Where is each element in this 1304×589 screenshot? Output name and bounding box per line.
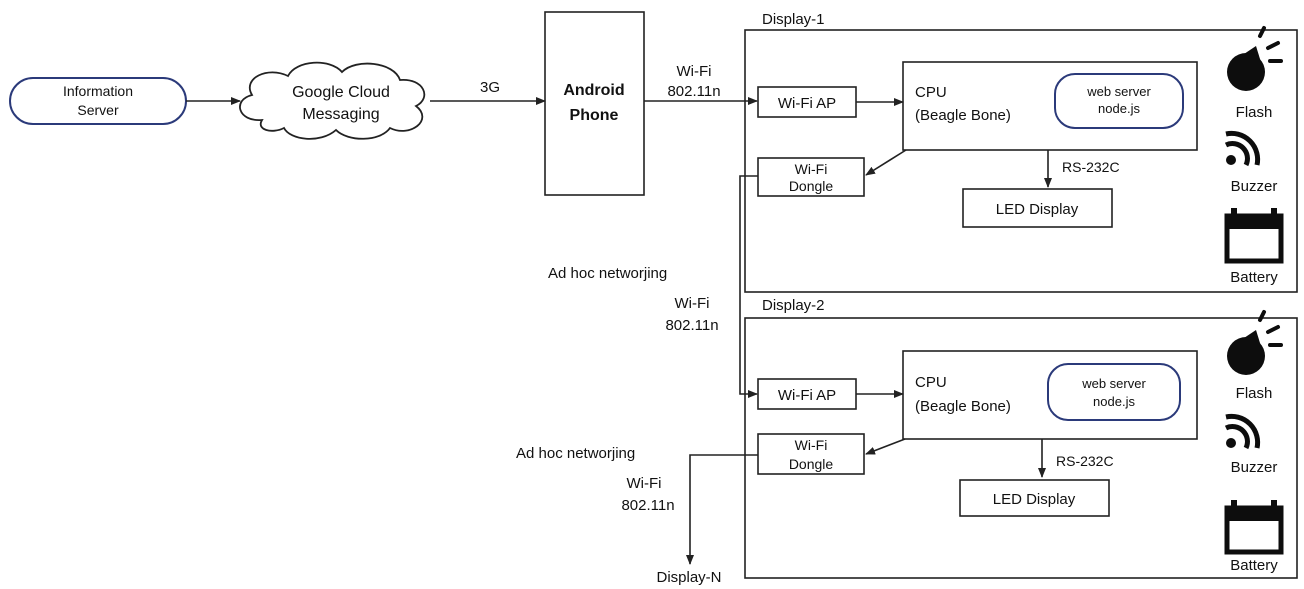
display-1-buzzer-icon bbox=[1224, 130, 1261, 167]
display-1-wifi-dongle bbox=[757, 157, 865, 197]
adhoc-2-label: Ad hoc networjing bbox=[516, 445, 635, 462]
display-2-web-server bbox=[1047, 363, 1181, 421]
display-2-wifi-dongle bbox=[757, 433, 865, 475]
display-2-battery-label: Battery bbox=[1230, 557, 1278, 574]
display-2-dongle-label-2: Dongle bbox=[789, 456, 834, 472]
display-2-dongle-label-1: Wi-Fi bbox=[795, 437, 828, 453]
display-1-wifi-ap-label: Wi-Fi AP bbox=[778, 95, 836, 112]
phone-label-2: Phone bbox=[570, 107, 619, 124]
display-2-battery-icon bbox=[1224, 500, 1284, 555]
display-1-flash-label: Flash bbox=[1236, 104, 1273, 121]
display-2-group: Display-2 Wi-Fi AP CPU (Beagle Bone) web… bbox=[744, 297, 1298, 579]
display-2-buzzer-icon bbox=[1224, 413, 1261, 450]
wifi-top-label-1: Wi-Fi bbox=[677, 63, 712, 80]
android-phone-node: Android Phone bbox=[544, 11, 645, 196]
adhoc-2-wifi-label-1: Wi-Fi bbox=[627, 475, 662, 492]
display-1-web-server-label-2: node.js bbox=[1098, 101, 1140, 116]
display-2-wifi-ap-label: Wi-Fi AP bbox=[778, 387, 836, 404]
wifi-top-label-2: 802.11n bbox=[667, 83, 720, 100]
display-2-arrow-cpu-to-dongle bbox=[865, 438, 906, 455]
adhoc-link-display2-to-displayn bbox=[686, 454, 758, 565]
display-1-rs232-label: RS-232C bbox=[1062, 159, 1120, 175]
display-2-cpu-label-2: (Beagle Bone) bbox=[915, 398, 1011, 415]
display-1-frame bbox=[744, 29, 1298, 293]
display-2-frame bbox=[744, 317, 1298, 579]
adhoc-1-wifi-label-1: Wi-Fi bbox=[675, 295, 710, 312]
display-1-led-label: LED Display bbox=[996, 201, 1079, 218]
display-2-title: Display-2 bbox=[762, 297, 825, 314]
display-1-cpu-label-1: CPU bbox=[915, 84, 947, 101]
information-server-label-2: Server bbox=[77, 102, 119, 118]
display-2-buzzer-label: Buzzer bbox=[1231, 459, 1278, 476]
display-2-led-label: LED Display bbox=[993, 491, 1076, 508]
display-1-battery-label: Battery bbox=[1230, 269, 1278, 286]
display-1-led-display bbox=[962, 188, 1113, 228]
display-1-dongle-label-1: Wi-Fi bbox=[795, 161, 828, 177]
display-n-label: Display-N bbox=[656, 569, 721, 586]
display-1-arrow-cpu-to-dongle bbox=[865, 149, 907, 176]
display-2-web-server-label-2: node.js bbox=[1093, 394, 1135, 409]
display-2-flash-icon bbox=[1227, 310, 1283, 375]
information-server-node: Information Server bbox=[9, 77, 187, 125]
adhoc-2-wifi-label-2: 802.11n bbox=[621, 497, 674, 514]
adhoc-1-wifi-label-2: 802.11n bbox=[665, 317, 718, 334]
adhoc-link-display1-to-display2 bbox=[739, 175, 758, 398]
display-2-led-display bbox=[959, 479, 1110, 517]
display-1-web-server bbox=[1054, 73, 1184, 129]
display-1-flash-icon bbox=[1227, 26, 1283, 91]
display-1-title: Display-1 bbox=[762, 11, 825, 28]
google-cloud-messaging-node: Google Cloud Messaging bbox=[239, 61, 426, 140]
display-1-web-server-label-1: web server bbox=[1086, 84, 1151, 99]
link-3g-label: 3G bbox=[480, 79, 500, 96]
display-1-group: Display-1 Wi-Fi AP CPU (Beagle Bone) web… bbox=[744, 11, 1298, 293]
information-server-label-1: Information bbox=[63, 83, 133, 99]
display-1-cpu-label-2: (Beagle Bone) bbox=[915, 107, 1011, 124]
display-1-dongle-label-2: Dongle bbox=[789, 178, 834, 194]
cloud-label-1: Google Cloud bbox=[292, 84, 390, 101]
adhoc-1-label: Ad hoc networjing bbox=[548, 265, 667, 282]
phone-label-1: Android bbox=[563, 82, 624, 99]
display-2-rs232-label: RS-232C bbox=[1056, 453, 1114, 469]
display-2-flash-label: Flash bbox=[1236, 385, 1273, 402]
display-1-battery-icon bbox=[1224, 208, 1284, 264]
display-2-cpu bbox=[902, 350, 1198, 440]
display-2-cpu-label-1: CPU bbox=[915, 374, 947, 391]
display-2-web-server-label-1: web server bbox=[1081, 376, 1146, 391]
display-1-cpu bbox=[902, 61, 1198, 151]
cloud-label-2: Messaging bbox=[302, 106, 379, 123]
display-1-buzzer-label: Buzzer bbox=[1231, 178, 1278, 195]
